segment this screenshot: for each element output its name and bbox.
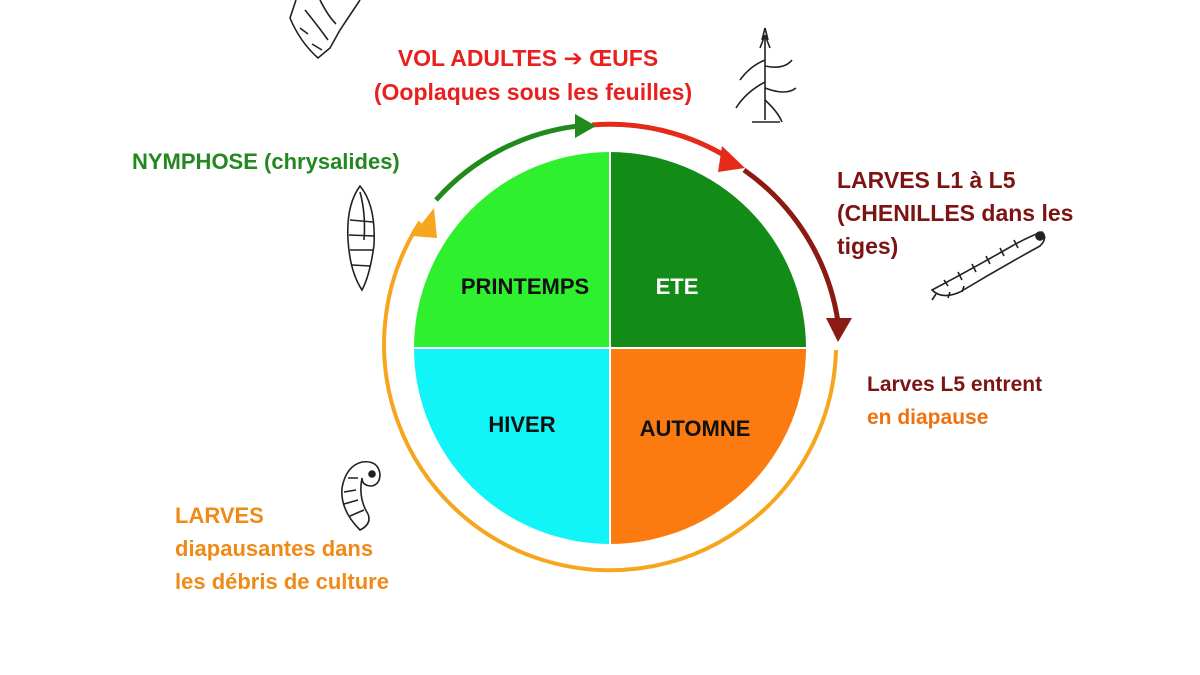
nymphose-detail: (chrysalides) — [258, 149, 400, 174]
season-label-autumn: AUTOMNE — [640, 416, 751, 441]
quadrant-autumn — [610, 348, 806, 544]
season-wheel: PRINTEMPS ETE HIVER AUTOMNE — [414, 152, 806, 544]
arrowhead-red — [718, 146, 745, 172]
stage-overwinter: LARVES diapausantes dans les débris de c… — [175, 503, 389, 594]
season-label-summer: ETE — [656, 274, 699, 299]
larvae-line3: tiges) — [837, 233, 898, 259]
corn-plant-icon — [735, 27, 797, 123]
larvae-line2: (CHENILLES dans les — [837, 200, 1073, 226]
stage-larvae: LARVES L1 à L5 (CHENILLES dans les tiges… — [837, 167, 1073, 259]
arrowhead-orange — [412, 208, 437, 238]
quadrant-winter — [414, 348, 610, 544]
stage-adults: VOL ADULTES ➔ ŒUFS (Ooplaques sous les f… — [374, 45, 692, 105]
stage-diapause: Larves L5 entrent en diapause — [867, 373, 1042, 429]
moth-icon — [289, 0, 361, 60]
season-label-winter: HIVER — [488, 412, 555, 437]
larvae-title: LARVES L1 à L5 — [837, 167, 1016, 193]
curled-larva-icon — [341, 460, 381, 531]
quadrant-summer — [610, 152, 806, 348]
stage-nymphose: NYMPHOSE (chrysalides) — [132, 149, 400, 174]
ring-arc-nymphose — [434, 123, 579, 202]
ring-arc-overwinter — [382, 220, 838, 573]
quadrant-spring — [414, 152, 610, 348]
season-label-spring: PRINTEMPS — [461, 274, 589, 299]
ring-arc-adults — [591, 121, 734, 163]
nymphose-title: NYMPHOSE — [132, 149, 258, 174]
diapause-line2: en diapause — [867, 406, 988, 429]
cycle-ring — [382, 114, 852, 573]
overwinter-line1: LARVES — [175, 503, 264, 528]
overwinter-line3: les débris de culture — [175, 569, 389, 594]
overwinter-line2: diapausantes dans — [175, 536, 373, 561]
diapause-line1: Larves L5 entrent — [867, 373, 1042, 396]
svg-text:NYMPHOSE (chrysalides): NYMPHOSE (chrysalides) — [132, 149, 400, 174]
arrowhead-green — [575, 114, 596, 138]
adults-subtitle: (Ooplaques sous les feuilles) — [374, 79, 692, 105]
adults-title: VOL ADULTES ➔ ŒUFS — [398, 45, 658, 71]
caterpillar-icon — [930, 231, 1046, 301]
chrysalis-icon — [346, 184, 376, 292]
arrowhead-darkred — [826, 318, 852, 342]
ring-arc-larvae — [742, 167, 841, 323]
